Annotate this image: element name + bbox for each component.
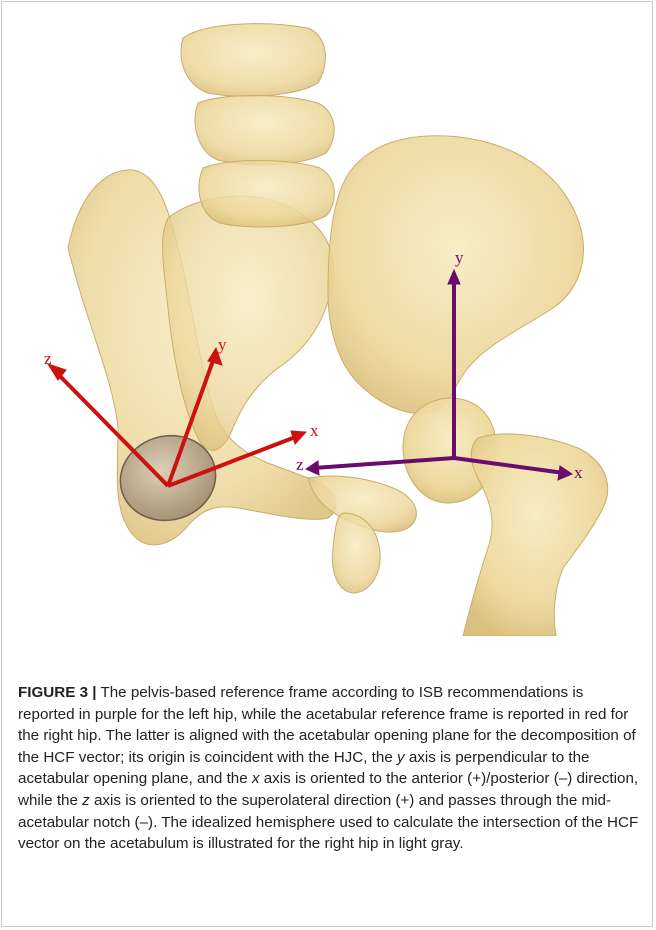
caption-x-axis: x — [252, 770, 260, 787]
caption-text-4: axis is oriented to the superolateral di… — [18, 792, 638, 852]
vertebra-l5 — [199, 161, 334, 228]
pelvis-illustration: z y x y x z — [8, 8, 648, 636]
red-z-label: z — [44, 349, 52, 368]
caption-y-axis: y — [397, 749, 405, 766]
purple-z-label: z — [296, 455, 304, 474]
vertebra-l4 — [195, 96, 334, 165]
sacrum — [163, 196, 334, 450]
figure-caption: FIGURE 3 | The pelvis-based reference fr… — [18, 682, 640, 855]
purple-x-label: x — [574, 463, 583, 482]
vertebra-l3 — [181, 24, 325, 97]
red-x-label: x — [310, 421, 319, 440]
purple-y-label: y — [455, 248, 464, 267]
caption-z-axis: z — [82, 792, 90, 809]
pelvis-figure: z y x y x z — [8, 8, 648, 636]
figure-label: FIGURE 3 | — [18, 684, 97, 701]
red-y-label: y — [218, 335, 227, 354]
red-x-arrowhead — [291, 431, 306, 444]
purple-z-arrowhead — [306, 461, 319, 475]
